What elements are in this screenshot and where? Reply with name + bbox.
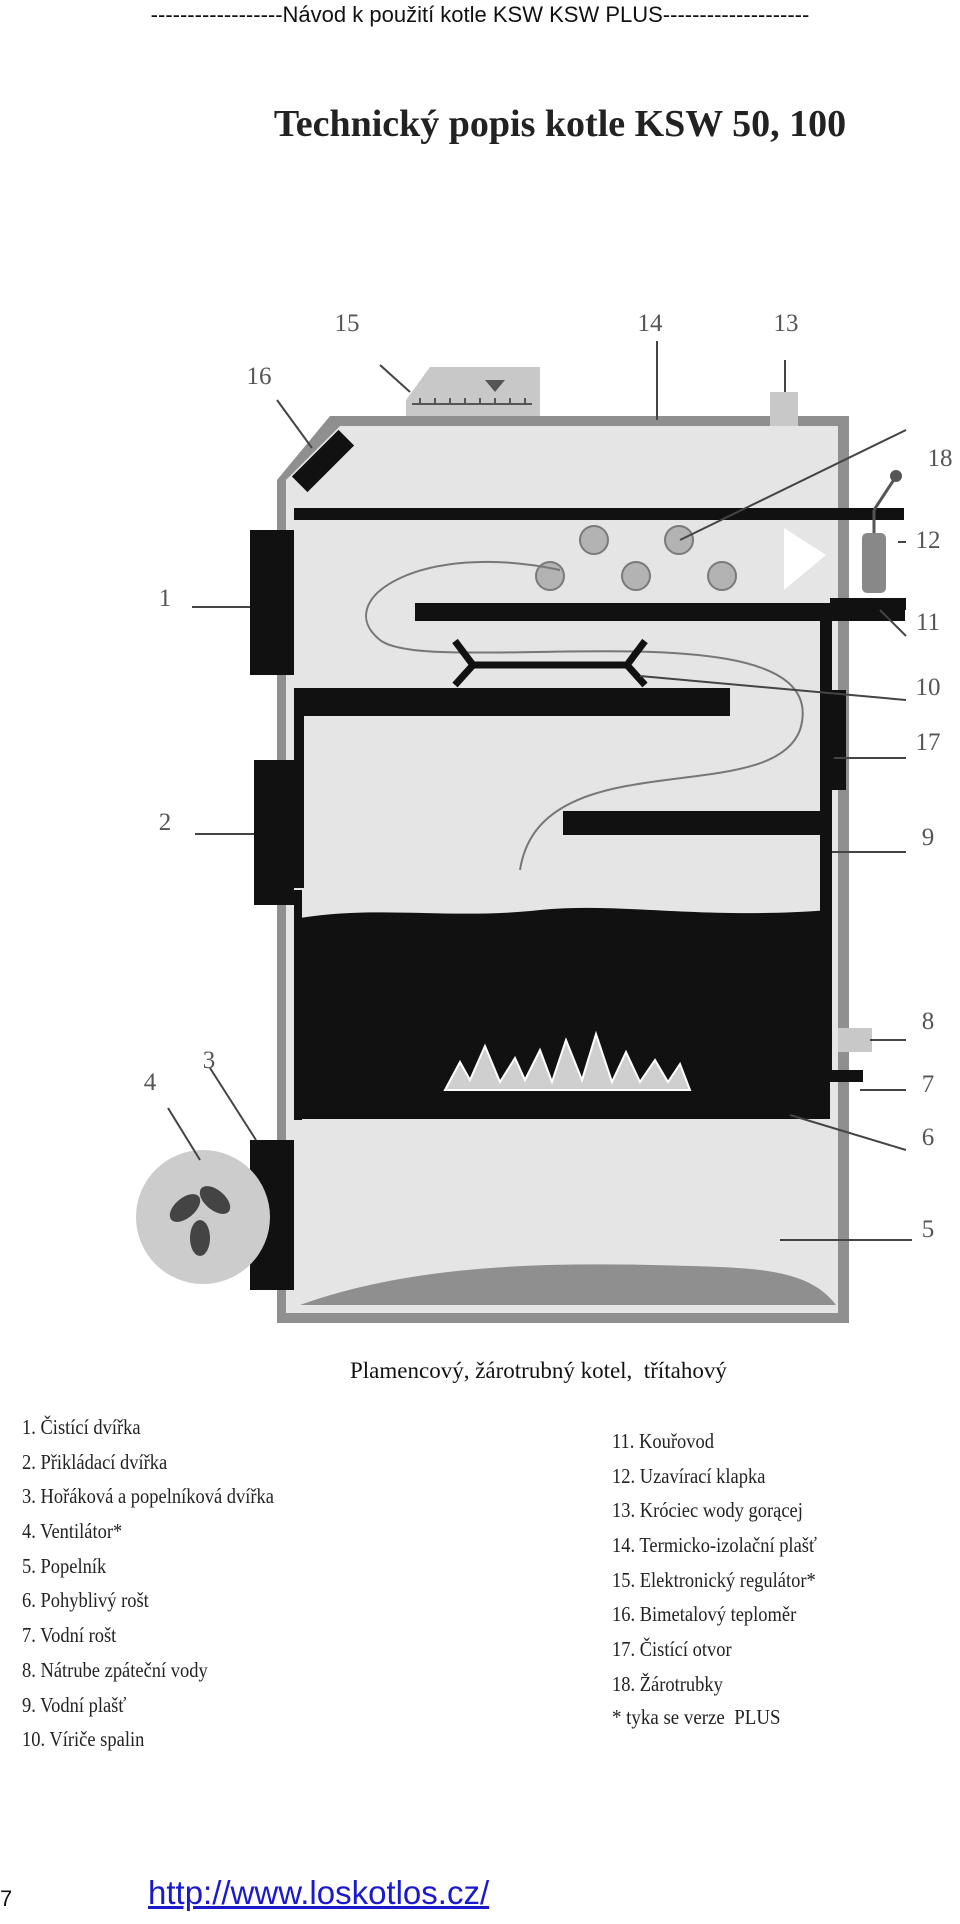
mid-baffle: [563, 811, 821, 835]
bimetal-thermometer: [291, 429, 355, 493]
legend-item: 12. Uzavírací klapka: [612, 1463, 766, 1488]
callout-11: 11: [916, 609, 940, 636]
loading-door: [254, 760, 294, 905]
ash-pile: [300, 1264, 836, 1305]
callout-17: 17: [916, 729, 941, 756]
left-baffle-edge: [294, 688, 304, 888]
chamber-left-wall: [294, 890, 302, 1120]
callout-18: 18: [928, 445, 953, 472]
leader-lines: [167, 341, 912, 1241]
legend-left: 1. Čistící dvířka 2. Přikládací dvířka 3…: [22, 1410, 308, 1757]
flue-gas-path: [365, 560, 804, 871]
legend-item: 18. Žárotrubky: [612, 1671, 723, 1696]
legend-item: 5. Popelník: [22, 1553, 107, 1578]
page-header: ------------------Návod k použití kotle …: [150, 2, 810, 27]
flames: [443, 1030, 692, 1091]
callout-3: 3: [203, 1047, 216, 1074]
legend-item: 3. Hořáková a popelníková dvířka: [22, 1484, 274, 1509]
legend-right: 11. Kouřovod 12. Uzavírací klapka 13. Kr…: [612, 1424, 845, 1702]
cleaning-door: [250, 530, 294, 675]
legend-item: 2. Přikládací dvířka: [22, 1449, 168, 1474]
page-title: Technický popis kotle KSW 50, 100: [273, 103, 847, 145]
legend-item: 6. Pohyblivý rošt: [22, 1588, 149, 1613]
combustion-chamber: [300, 907, 830, 1118]
legend-item: 7. Vodní rošt: [22, 1623, 117, 1648]
boiler-top-bevel: [277, 416, 330, 480]
callout-6: 6: [922, 1124, 935, 1151]
diagram-caption: Plamencový, žárotrubný kotel, třítahový: [350, 1358, 727, 1383]
callout-14: 14: [638, 310, 664, 337]
callout-8: 8: [922, 1008, 935, 1035]
legend-item: 15. Elektronický regulátor*: [612, 1567, 816, 1592]
top-plate: [294, 508, 904, 520]
return-water-inlet: [838, 1028, 872, 1052]
boiler-inner-chamber: [286, 426, 838, 1313]
legend-item: 17. Čistící otvor: [612, 1637, 732, 1662]
controller-pointer: [485, 380, 505, 392]
footer-website-link[interactable]: http://www.loskotlos.cz/: [148, 1874, 490, 1911]
callout-7: 7: [922, 1071, 935, 1098]
legend-item: 10. Víriče spalin: [22, 1727, 145, 1752]
turbulator: [452, 638, 648, 688]
flue-outlet-arrow: [784, 528, 826, 590]
callout-1: 1: [159, 585, 172, 612]
fan-blades: [169, 1186, 231, 1256]
boiler-diagram: 1 2 3 4 5 6 7 8 9 10 11 12 13 14 15 16 1…: [136, 310, 953, 1323]
electronic-controller: [406, 367, 540, 416]
legend-item: 4. Ventilátor*: [22, 1519, 123, 1544]
water-grate: [805, 1070, 863, 1082]
callout-10: 10: [916, 674, 941, 701]
second-plate: [415, 603, 905, 621]
legend-item: 16. Bimetalový teploměr: [612, 1602, 797, 1627]
fan-housing: [136, 1150, 270, 1284]
callout-5: 5: [922, 1216, 935, 1243]
fire-tubes: [535, 525, 737, 591]
callout-9: 9: [922, 824, 935, 851]
damper-knob: [890, 470, 902, 482]
controller-scale: [412, 398, 532, 405]
legend-item: 13. Króciec wody gorącej: [612, 1498, 803, 1523]
legend-item: 1. Čistící dvířka: [22, 1415, 141, 1439]
grate-bar: [294, 1105, 830, 1119]
callout-12: 12: [916, 527, 941, 554]
cleaning-port: [832, 690, 846, 790]
callout-15: 15: [335, 310, 360, 337]
callout-4: 4: [144, 1069, 157, 1096]
damper-lever: [872, 477, 897, 511]
left-baffle: [294, 688, 730, 716]
damper-body: [862, 533, 886, 593]
legend-item: 11. Kouřovod: [612, 1429, 714, 1453]
legend-item: 14. Termicko-izolační plašť: [612, 1533, 817, 1558]
legend-item: 8. Nátrube zpáteční vody: [22, 1657, 208, 1682]
callout-13: 13: [774, 310, 799, 337]
callout-2: 2: [159, 809, 172, 836]
plus-version-note: * tyka se verze PLUS: [612, 1705, 781, 1729]
hot-water-outlet: [770, 392, 798, 426]
callout-16: 16: [247, 363, 272, 390]
page-number: 7: [0, 1886, 13, 1911]
legend-item: 9. Vodní plašť: [22, 1692, 127, 1717]
flue-duct: [830, 598, 906, 610]
